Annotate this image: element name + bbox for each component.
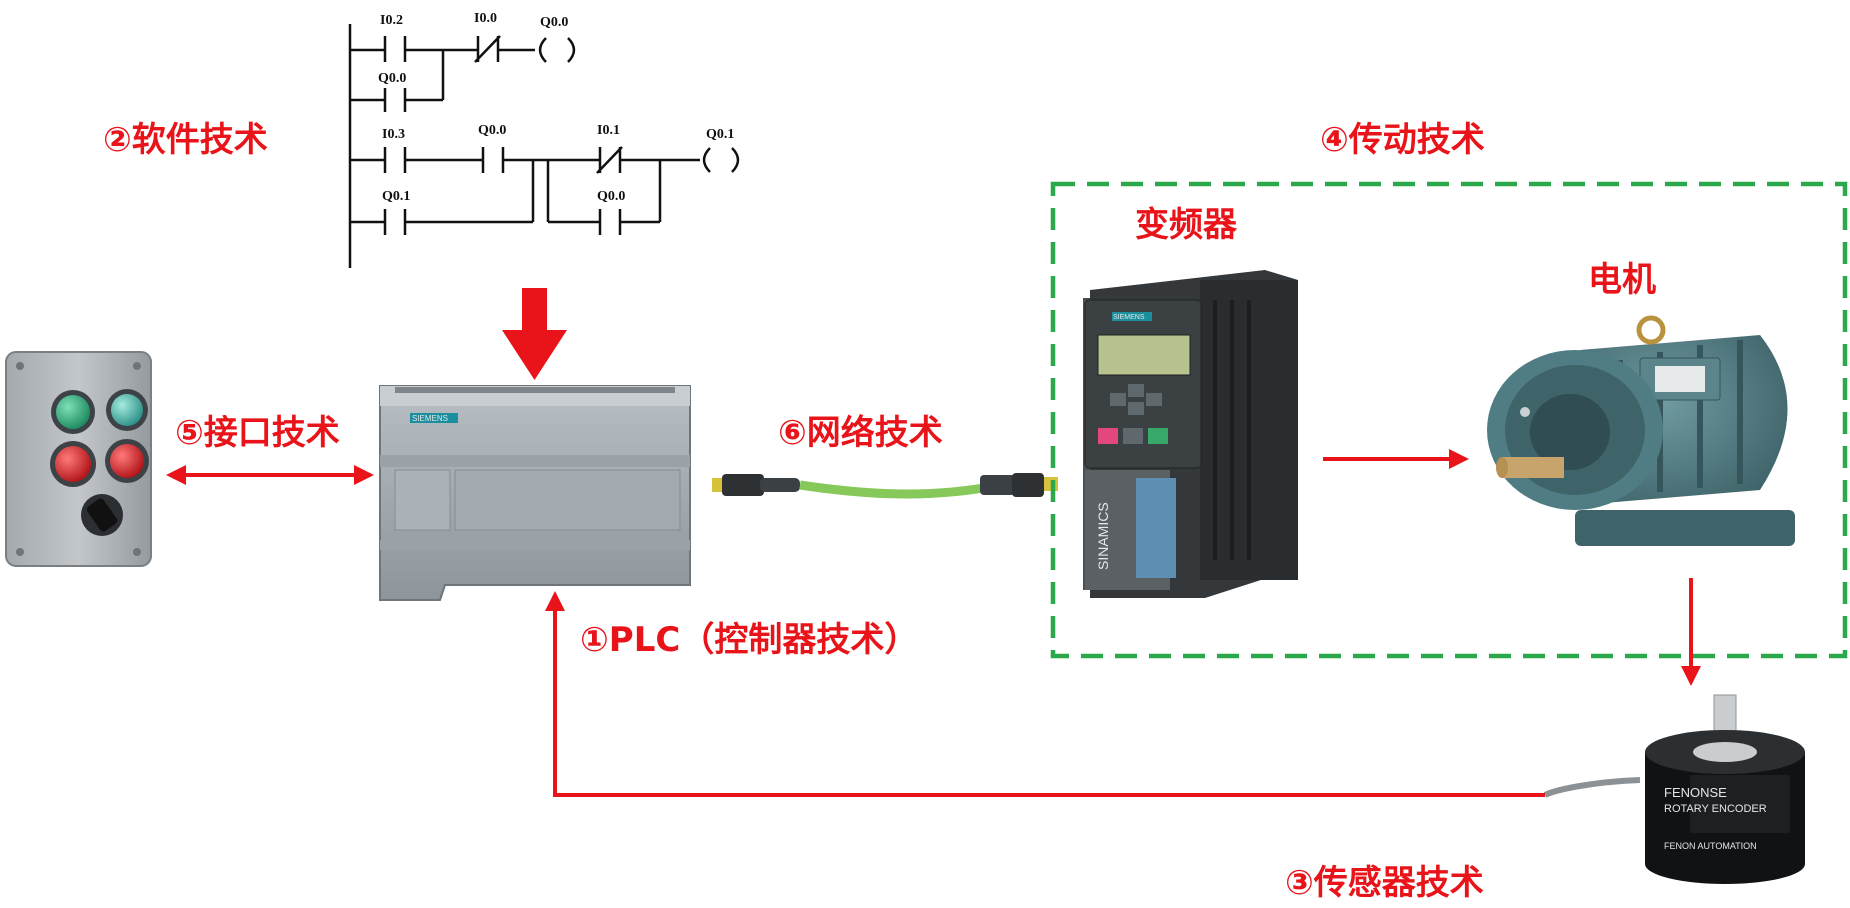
ladder-label-r2-c2: Q0.0 bbox=[478, 123, 506, 138]
ladder-label-r1-c1: I0.2 bbox=[380, 13, 403, 28]
interface-tech-label: ⑤接口技术 bbox=[175, 413, 340, 453]
inverter-brand-label: SIEMENS bbox=[1113, 314, 1145, 321]
inverter-label: 变频器 bbox=[1135, 205, 1237, 245]
plc-tech-label: ①PLC（控制器技术） bbox=[580, 620, 919, 660]
ladder-label-r2-branch2: Q0.0 bbox=[597, 189, 625, 204]
plc-brand-label: SIEMENS bbox=[412, 414, 448, 423]
feedback-arrow bbox=[545, 591, 1545, 797]
plc-device: SIEMENS bbox=[379, 385, 691, 601]
control-box bbox=[5, 351, 152, 567]
drive-technology-box bbox=[1050, 181, 1848, 659]
ladder-label-r1-c2: I0.0 bbox=[474, 11, 497, 26]
inverter-device: SIEMENS SINAMICS bbox=[1083, 270, 1298, 598]
encoder-brand-label: FENONSE bbox=[1664, 785, 1727, 800]
motor-label: 电机 bbox=[1588, 260, 1656, 300]
ladder-diagram bbox=[348, 24, 740, 268]
encoder-maker-label: FENON AUTOMATION bbox=[1664, 841, 1757, 851]
ladder-label-r1-branch: Q0.0 bbox=[378, 71, 406, 86]
ethernet-cable bbox=[712, 473, 1058, 499]
ladder-label-r2-c1: I0.3 bbox=[382, 127, 405, 142]
encoder-device: FENONSE ROTARY ENCODER FENON AUTOMATION bbox=[1543, 694, 1805, 884]
software-tech-label: ②软件技术 bbox=[103, 120, 268, 160]
sensor-tech-label: ③传感器技术 bbox=[1285, 863, 1484, 903]
encoder-type-label: ROTARY ENCODER bbox=[1664, 803, 1767, 815]
ladder-label-r2-c3: I0.1 bbox=[597, 123, 620, 138]
ladder-label-r2-coil: Q0.1 bbox=[706, 127, 734, 142]
drive-tech-label: ④传动技术 bbox=[1320, 120, 1485, 160]
ladder-label-r2-branch1: Q0.1 bbox=[382, 189, 410, 204]
ladder-label-r1-coil: Q0.0 bbox=[540, 15, 568, 30]
network-tech-label: ⑥网络技术 bbox=[778, 413, 943, 453]
motor-device bbox=[1487, 315, 1795, 546]
download-arrow bbox=[502, 288, 567, 380]
inverter-series-label: SINAMICS bbox=[1095, 502, 1111, 570]
